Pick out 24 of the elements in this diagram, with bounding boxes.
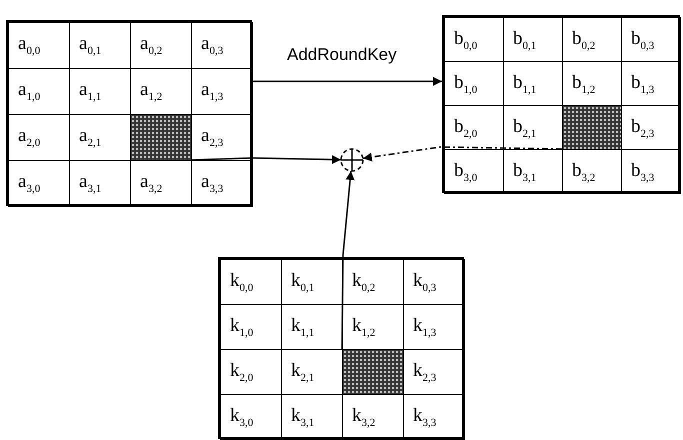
matrix-grid	[442, 15, 680, 193]
xor-circle	[339, 147, 365, 173]
matrix-cell: k$_{3,0}$	[220, 394, 282, 440]
matrix-cell: a$_{3,0}$	[8, 160, 70, 207]
arrow	[190, 155, 342, 164]
matrix-cell: a$_{0,0}$	[8, 22, 70, 69]
shaded-cell	[130, 114, 192, 161]
matrix-cell: b$_{0,3}$	[621, 17, 681, 62]
matrix-cell: k$_{0,0}$	[220, 259, 282, 305]
matrix-grid	[218, 257, 464, 439]
matrix-cell: k$_{0,3}$	[403, 259, 465, 305]
edge-label: AddRoundKey	[285, 45, 399, 66]
shaded-cell	[562, 105, 622, 150]
arrow	[362, 146, 562, 162]
matrix-cell: a$_{3,3}$	[191, 160, 253, 207]
matrix-cell: b$_{3,3}$	[621, 149, 681, 194]
matrix-cell: b$_{0,0}$	[444, 17, 504, 62]
matrix-grid	[6, 20, 252, 206]
matrix-cell: k$_{3,3}$	[403, 394, 465, 440]
shaded-cell	[342, 349, 404, 395]
arrow	[341, 170, 355, 349]
arrow	[252, 76, 442, 86]
matrix-cell: b$_{3,0}$	[444, 149, 504, 194]
matrix-cell: a$_{0,3}$	[191, 22, 253, 69]
